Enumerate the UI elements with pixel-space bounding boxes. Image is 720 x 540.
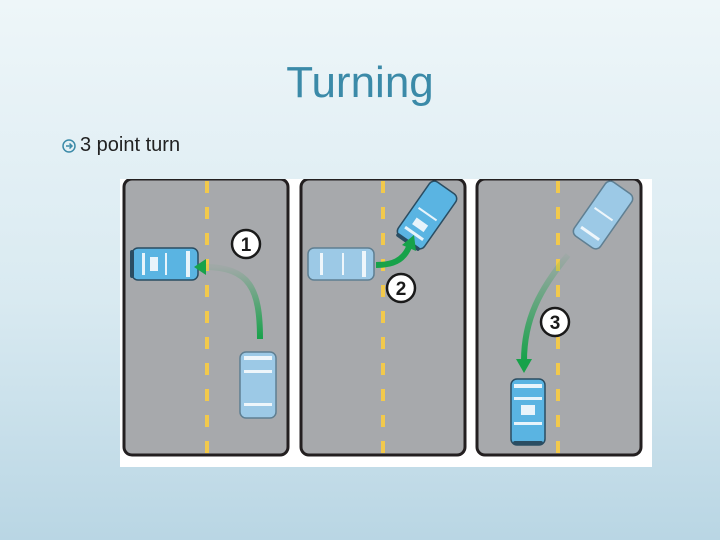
diagram-svg: 1 xyxy=(120,179,652,467)
step-label-3: 3 xyxy=(550,313,561,334)
three-point-turn-diagram: 1 xyxy=(120,179,652,467)
bullet-text: 3 point turn xyxy=(80,134,180,157)
car-1-final xyxy=(130,248,198,280)
panel-2: 2 xyxy=(301,179,465,455)
step-badge-3: 3 xyxy=(541,308,569,336)
panel-3: 3 xyxy=(477,179,641,455)
bullet-item: 3 point turn xyxy=(62,134,180,157)
car-3-final xyxy=(511,379,545,445)
step-label-2: 2 xyxy=(396,279,407,300)
car-2-start xyxy=(308,248,374,280)
panel-1: 1 xyxy=(124,179,288,455)
step-label-1: 1 xyxy=(241,235,252,256)
step-badge-1: 1 xyxy=(232,230,260,258)
bullet-icon xyxy=(62,139,76,153)
step-badge-2: 2 xyxy=(387,274,415,302)
car-1-start xyxy=(240,352,276,418)
slide-title: Turning xyxy=(0,58,720,108)
